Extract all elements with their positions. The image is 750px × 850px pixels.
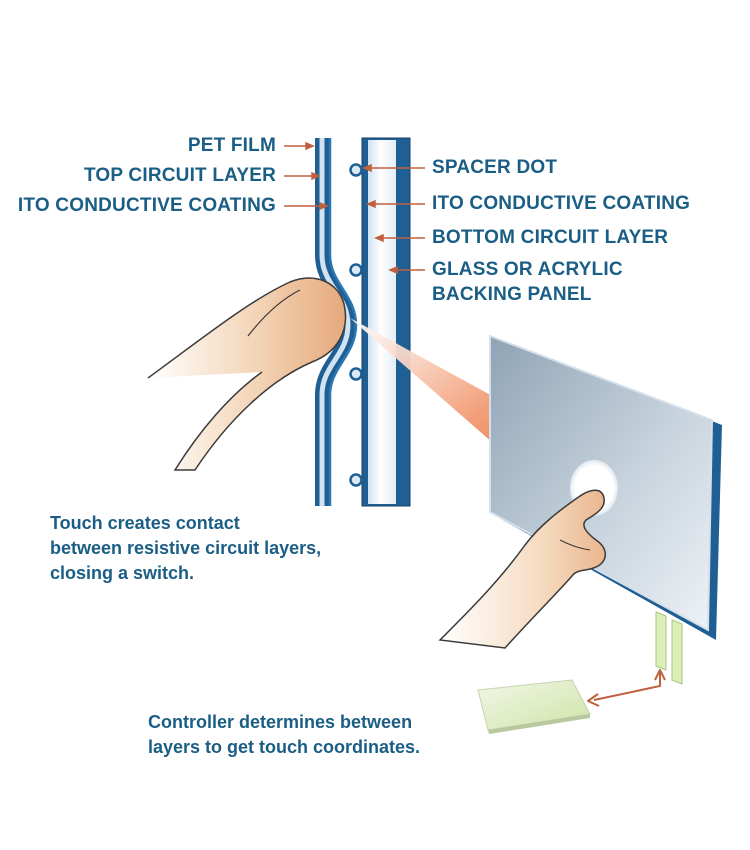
label-spacer-dot: SPACER DOT [432, 157, 558, 178]
backing-panel [361, 137, 411, 507]
spacer-dot [349, 367, 363, 381]
label-top-circuit-layer: TOP CIRCUIT LAYER [83, 165, 276, 186]
connector-cable [655, 611, 683, 685]
finger [147, 277, 347, 471]
hand [438, 489, 606, 649]
caption-touch-line: between resistive circuit layers, [50, 538, 322, 558]
caption-touch-line: Touch creates contact [50, 513, 240, 533]
spacer-dot [349, 163, 363, 177]
spacer-dot [349, 473, 363, 487]
label-glass-acrylic: GLASS OR ACRYLIC [432, 259, 623, 280]
label-backing-panel: BACKING PANEL [432, 284, 592, 305]
caption-controller-line: Controller determines between [148, 712, 413, 732]
caption-touch-line: closing a switch. [50, 563, 195, 583]
caption-controller: Controller determines between layers to … [148, 710, 420, 760]
right-pointers [362, 163, 425, 275]
left-pointers [284, 141, 329, 211]
pet-film [315, 138, 358, 506]
caption-touch: Touch creates contact between resistive … [50, 511, 321, 586]
label-ito-coating-bottom: ITO CONDUCTIVE COATING [432, 193, 691, 214]
caption-controller-line: layers to get touch coordinates. [148, 737, 421, 757]
controller-arrow [587, 669, 666, 707]
spacer-dot [349, 263, 363, 277]
label-bottom-circuit-layer: BOTTOM CIRCUIT LAYER [432, 227, 669, 248]
label-pet-film: PET FILM [187, 135, 276, 156]
spacer-dots [349, 163, 363, 487]
label-ito-coating-top: ITO CONDUCTIVE COATING [17, 195, 276, 216]
controller-board [477, 679, 591, 734]
